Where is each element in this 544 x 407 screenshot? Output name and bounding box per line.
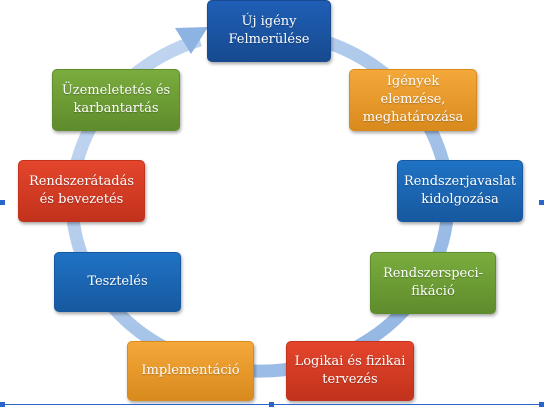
step-uzemeltetes: Üzemeletetés és karbantartás	[52, 69, 180, 131]
step-rendszerjavaslat: Rendszerjavaslat kidolgozása	[397, 160, 523, 222]
step-rendszeratadas: Rendszerátadás és bevezetés	[18, 160, 145, 222]
selection-border-bottom	[0, 404, 544, 405]
step-logikai-fizikai: Logikai és fizikai tervezés	[286, 341, 414, 401]
step-igenyek-elemzese-label: Igények elemzése, meghatározása	[362, 74, 464, 125]
step-uzemeltetes-label: Üzemeletetés és karbantartás	[61, 83, 171, 116]
step-logikai-fizikai-label: Logikai és fizikai tervezés	[294, 354, 406, 387]
step-uj-igeny: Új igény Felmerülése	[207, 0, 331, 62]
ring-path	[65, 33, 455, 378]
resize-handle-right[interactable]	[539, 200, 544, 205]
step-rendszerspecifikacio: Rendszerspeci- fikáció	[370, 252, 496, 314]
step-implementacio-label: Implementáció	[141, 363, 240, 378]
step-igenyek-elemzese: Igények elemzése, meghatározása	[349, 69, 477, 131]
step-uj-igeny-label: Új igény Felmerülése	[228, 14, 310, 47]
resize-handle-left[interactable]	[0, 200, 5, 205]
step-rendszerspecifikacio-label: Rendszerspeci- fikáció	[382, 266, 484, 299]
ring-arrowhead-icon	[175, 27, 208, 54]
step-rendszerjavaslat-label: Rendszerjavaslat kidolgozása	[403, 174, 517, 207]
step-teszteles-label: Tesztelés	[87, 274, 148, 289]
step-rendszeratadas-label: Rendszerátadás és bevezetés	[28, 174, 135, 207]
step-implementacio: Implementáció	[127, 341, 254, 401]
step-teszteles: Tesztelés	[54, 252, 181, 312]
